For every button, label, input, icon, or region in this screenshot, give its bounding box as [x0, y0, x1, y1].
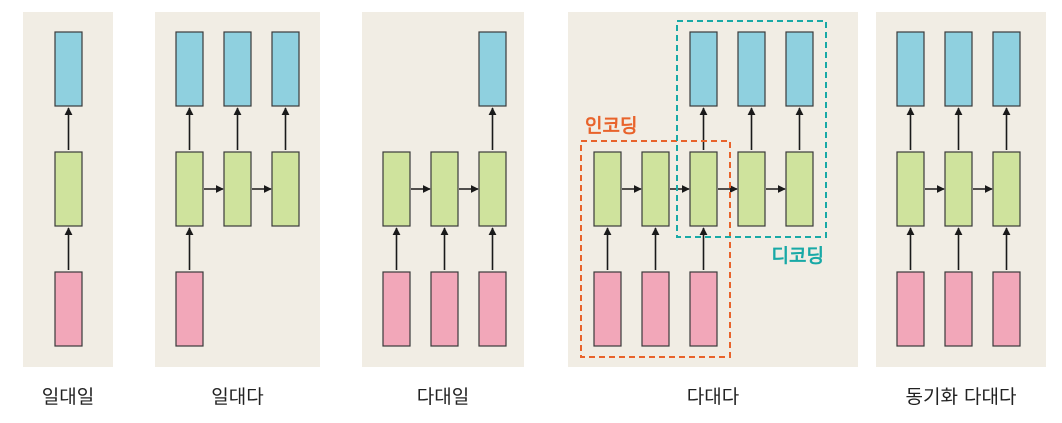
output-box	[737, 31, 766, 107]
panel-caption: 일대다	[211, 386, 263, 408]
input-box	[689, 271, 718, 347]
panel-caption: 다대일	[417, 386, 469, 408]
input-box	[175, 271, 204, 347]
output-box	[944, 31, 973, 107]
output-box	[478, 31, 507, 107]
hidden-state-box	[785, 151, 814, 227]
input-box	[641, 271, 670, 347]
hidden-state-box	[223, 151, 252, 227]
output-box	[896, 31, 925, 107]
input-box	[896, 271, 925, 347]
output-box	[785, 31, 814, 107]
panel-one-to-one: 일대일	[23, 12, 113, 408]
encoding-label: 인코딩	[585, 115, 637, 137]
panel-caption: 다대다	[687, 386, 739, 408]
input-box	[593, 271, 622, 347]
hidden-state-box	[689, 151, 718, 227]
hidden-state-box	[896, 151, 925, 227]
panel-many-to-one: 다대일	[362, 12, 524, 408]
encoding-region	[580, 140, 731, 358]
panel-many-to-many-sync: 동기화 다대다	[876, 12, 1046, 408]
output-box	[271, 31, 300, 107]
hidden-state-box	[382, 151, 411, 227]
hidden-state-box	[478, 151, 507, 227]
hidden-state-box	[593, 151, 622, 227]
input-box	[478, 271, 507, 347]
input-box	[992, 271, 1021, 347]
input-box	[382, 271, 411, 347]
output-box	[54, 31, 83, 107]
hidden-state-box	[737, 151, 766, 227]
output-box	[175, 31, 204, 107]
hidden-state-box	[54, 151, 83, 227]
input-box	[54, 271, 83, 347]
input-box	[430, 271, 459, 347]
panel-one-to-many: 일대다	[155, 12, 320, 408]
output-box	[689, 31, 718, 107]
hidden-state-box	[175, 151, 204, 227]
decoding-region	[676, 20, 827, 238]
hidden-state-box	[992, 151, 1021, 227]
hidden-state-box	[430, 151, 459, 227]
output-box	[992, 31, 1021, 107]
panel-caption: 동기화 다대다	[906, 386, 1017, 408]
hidden-state-box	[271, 151, 300, 227]
input-box	[944, 271, 973, 347]
panel-caption: 일대일	[42, 386, 94, 408]
hidden-state-box	[944, 151, 973, 227]
decoding-label: 디코딩	[772, 245, 824, 267]
output-box	[223, 31, 252, 107]
hidden-state-box	[641, 151, 670, 227]
